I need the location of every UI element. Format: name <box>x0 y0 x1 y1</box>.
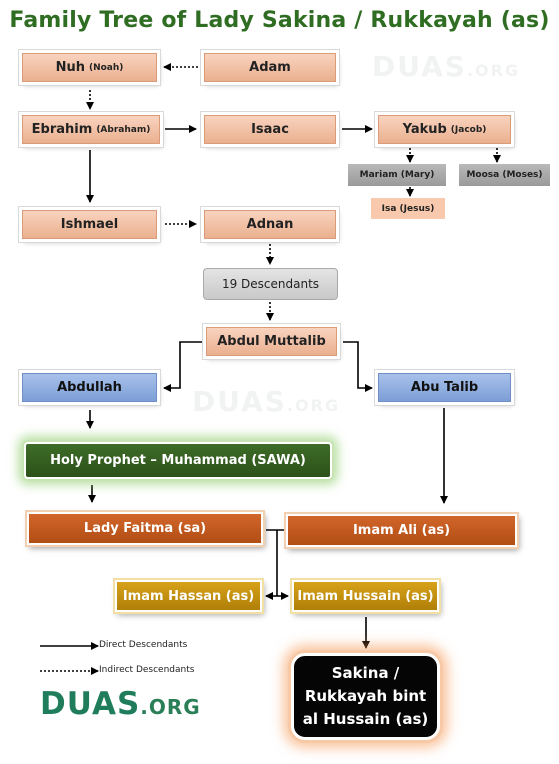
node-abu-talib-name: Abu Talib <box>410 380 479 395</box>
node-mariam-name: Mariam (Mary) <box>359 170 435 180</box>
node-adnan-name: Adnan <box>246 217 294 232</box>
edge-muttalib-abutalib <box>343 341 373 392</box>
node-isaac-name: Isaac <box>251 122 289 137</box>
node-abdul-muttalib: Abdul Muttalib <box>206 327 337 356</box>
node-lady-fatima: Lady Faitma (sa) <box>27 512 263 545</box>
node-ishmael-name: Ishmael <box>60 217 119 232</box>
node-abdullah: Abdullah <box>22 373 157 402</box>
node-ebrahim-sub: (Abraham) <box>96 124 151 135</box>
node-imam-hussain-name: Imam Hussain (as) <box>297 588 434 604</box>
duas-logo-suffix: .ORG <box>140 695 201 719</box>
node-abdullah-name: Abdullah <box>57 380 122 395</box>
node-nuh-sub: (Noah) <box>88 62 124 73</box>
node-moosa-name: Moosa (Moses) <box>466 170 543 180</box>
edge-muttalib-abdullah <box>163 341 203 392</box>
duas-logo: DUAS.ORG <box>40 686 201 722</box>
node-nuh: Nuh(Noah) <box>22 53 157 82</box>
watermark-middle-main: DUAS <box>192 385 287 418</box>
node-adam: Adam <box>204 53 336 82</box>
diagram-title: Family Tree of Lady Sakina / Rukkayah (a… <box>9 8 550 33</box>
watermark-top: DUAS.ORG <box>372 50 520 83</box>
legend-direct-label: Direct Descendants <box>99 640 188 650</box>
node-yakub: Yakub(Jacob) <box>378 115 511 144</box>
node-19-descendants: 19 Descendants <box>203 268 338 300</box>
watermark-middle-suffix: .ORG <box>286 396 341 415</box>
node-sakina-name: Sakina / Rukkayah bint al Hussain (as) <box>302 664 429 728</box>
node-imam-hussain: Imam Hussain (as) <box>292 580 439 612</box>
watermark-top-main: DUAS <box>372 50 467 83</box>
node-ebrahim-name: Ebrahim <box>31 122 93 137</box>
watermark-top-suffix: .ORG <box>466 61 521 80</box>
node-imam-hassan: Imam Hassan (as) <box>115 580 262 612</box>
node-19-descendants-name: 19 Descendants <box>221 277 320 291</box>
node-lady-fatima-name: Lady Faitma (sa) <box>83 521 207 536</box>
node-yakub-sub: (Jacob) <box>450 124 487 135</box>
node-sakina: Sakina / Rukkayah bint al Hussain (as) <box>291 653 440 740</box>
node-ishmael: Ishmael <box>22 210 157 239</box>
node-adnan: Adnan <box>204 210 336 239</box>
node-ebrahim: Ebrahim(Abraham) <box>22 115 160 144</box>
node-nuh-name: Nuh <box>55 60 85 75</box>
node-isaac: Isaac <box>204 115 336 144</box>
watermark-middle: DUAS.ORG <box>192 385 340 418</box>
node-moosa: Moosa (Moses) <box>459 164 550 186</box>
node-abu-talib: Abu Talib <box>378 373 511 402</box>
node-imam-ali-name: Imam Ali (as) <box>352 523 451 538</box>
legend-indirect-label: Indirect Descendants <box>99 665 195 675</box>
node-abdul-muttalib-name: Abdul Muttalib <box>217 334 326 349</box>
node-isa-name: Isa (Jesus) <box>381 203 435 214</box>
duas-logo-main: DUAS <box>40 686 141 722</box>
node-holy-prophet: Holy Prophet – Muhammad (SAWA) <box>24 442 332 479</box>
node-adam-name: Adam <box>249 60 291 75</box>
node-yakub-name: Yakub <box>402 122 447 137</box>
node-imam-hassan-name: Imam Hassan (as) <box>122 588 255 604</box>
node-mariam: Mariam (Mary) <box>348 164 446 186</box>
node-isa: Isa (Jesus) <box>371 198 445 219</box>
node-imam-ali: Imam Ali (as) <box>286 514 517 547</box>
node-holy-prophet-name: Holy Prophet – Muhammad (SAWA) <box>50 453 306 468</box>
